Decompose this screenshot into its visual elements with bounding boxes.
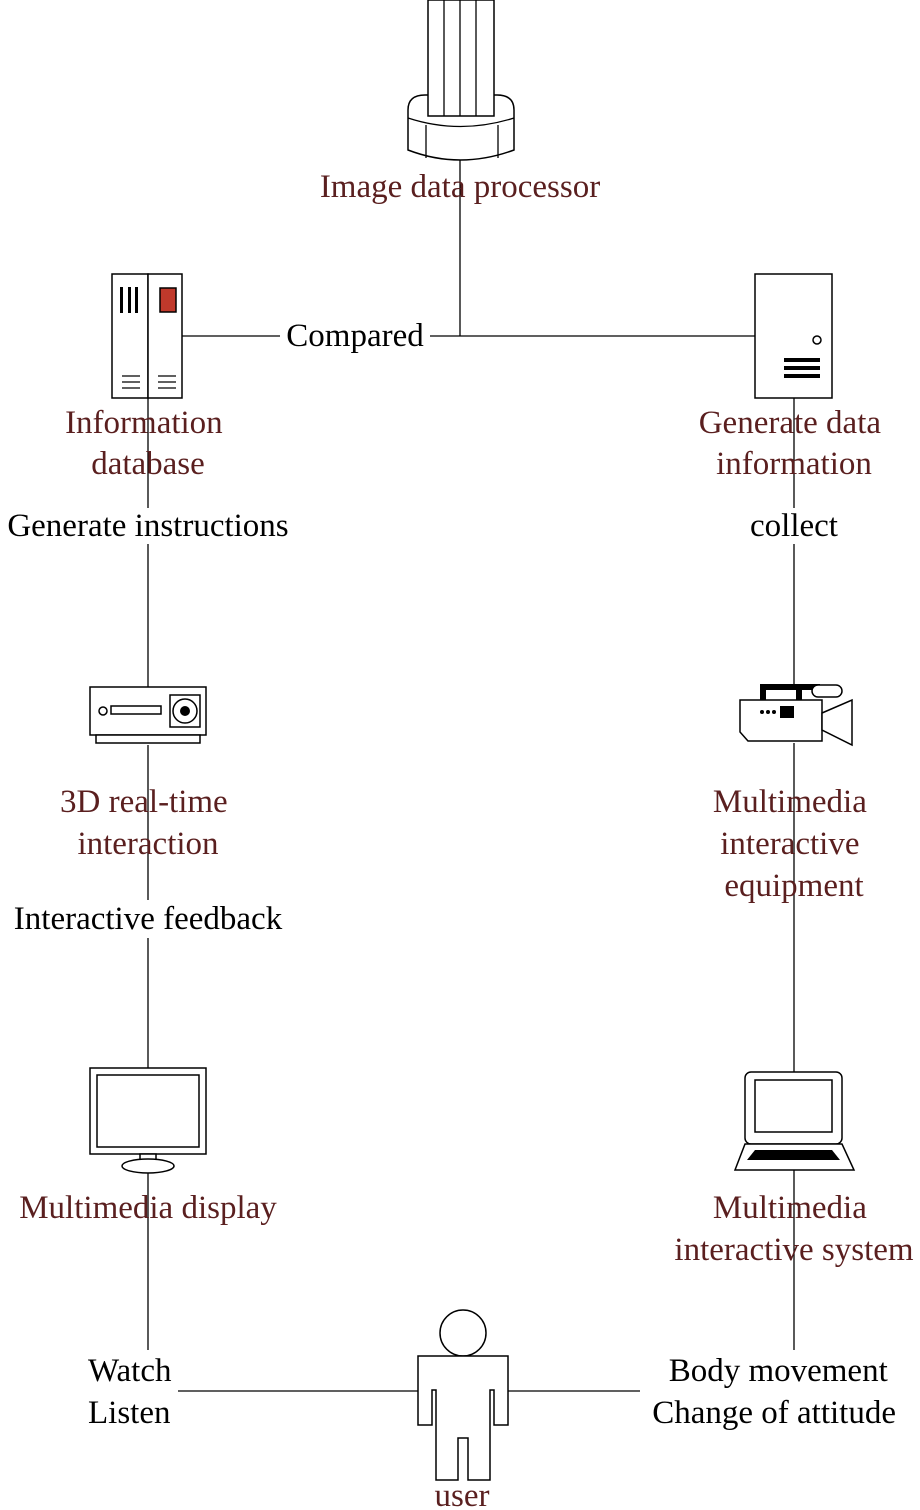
label-user: user — [435, 1478, 490, 1510]
label-interactive-feedback: Interactive feedback — [14, 901, 283, 937]
label-3d-real-time-interaction: 3D real-time interaction — [60, 784, 236, 862]
tower-pc-icon — [754, 273, 833, 399]
label-multimedia-interactive-equipment: Multimedia interactive equipment — [713, 784, 875, 904]
label-generate-instructions: Generate instructions — [7, 508, 288, 544]
laptop-icon — [733, 1071, 856, 1171]
label-image-data-processor: Image data processor — [320, 169, 600, 205]
edge-labels: Compared Generate instructions collect I… — [0, 318, 896, 1431]
label-information-database: Information database — [65, 405, 231, 482]
label-compared: Compared — [286, 318, 424, 354]
server-rack-icon — [111, 273, 183, 399]
monitor-icon — [89, 1067, 207, 1174]
cylinder-icon — [407, 0, 515, 161]
person-icon — [417, 1309, 509, 1481]
projector-icon — [89, 686, 207, 744]
label-watch-listen: Watch Listen — [88, 1353, 180, 1431]
label-body-attitude: Body movement Change of attitude — [652, 1353, 896, 1431]
label-multimedia-interactive-system: Multimedia interactive system — [674, 1190, 914, 1268]
node-labels: Image data processor Information databas… — [19, 169, 914, 1510]
label-generate-data-information: Generate data information — [699, 405, 890, 482]
label-multimedia-display: Multimedia display — [19, 1190, 277, 1226]
label-collect: collect — [750, 508, 838, 544]
video-camera-icon — [739, 684, 853, 747]
